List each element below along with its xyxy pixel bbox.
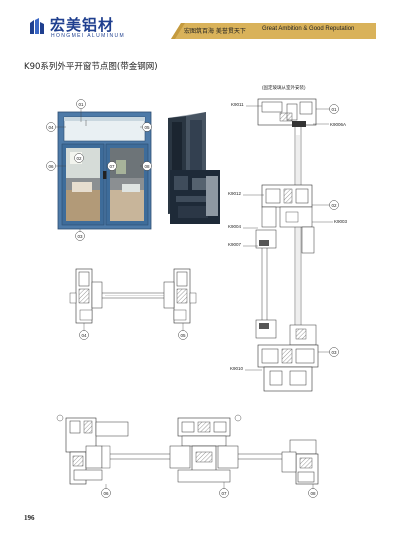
part-k9011: K9011 — [231, 102, 244, 107]
horizontal-section-04-05: 04 05 — [69, 268, 197, 340]
section-callout-02: 02 — [331, 203, 337, 208]
callout-08: 08 — [144, 164, 150, 169]
hsection-callout-04: 04 — [81, 333, 87, 338]
hsection-callout-06: 06 — [103, 491, 109, 496]
hsection-callout-08: 08 — [310, 491, 316, 496]
part-k9003: K9003 — [334, 219, 348, 224]
brand-name-cn: 宏美铝材 — [50, 16, 115, 34]
part-k9006a: K9006A — [330, 122, 346, 127]
callout-04: 04 — [48, 125, 54, 130]
horizontal-section-06-07-08: 06 07 08 — [56, 414, 319, 498]
window-callouts: 01 04 05 02 06 07 08 03 — [46, 99, 152, 241]
section-callout-01: 01 — [331, 107, 337, 112]
callout-05: 05 — [144, 125, 150, 130]
slogan-en: Great Ambition & Good Reputation — [262, 26, 355, 32]
vertical-section: (固定玻璃从室外安装) — [228, 84, 348, 392]
section-note: (固定玻璃从室外安装) — [262, 84, 306, 91]
page-header: 宏美铝材 HONGMEI ALUMINUM 宏图筑百海 美誉贯天下 Great … — [0, 0, 400, 50]
callout-03: 03 — [77, 234, 83, 239]
callout-02: 02 — [76, 156, 82, 161]
brand-logo-icon — [30, 18, 44, 34]
section-callout-03: 03 — [331, 350, 337, 355]
window-elevation — [57, 111, 152, 230]
profile-3d-section — [168, 112, 220, 224]
slogan-cn: 宏图筑百海 美誉贯天下 — [184, 28, 246, 35]
part-k9010: K9010 — [230, 366, 244, 371]
part-k9004: K9004 — [228, 224, 242, 229]
brand-name-en: HONGMEI ALUMINUM — [51, 33, 126, 39]
page-number: 196 — [24, 514, 35, 522]
page-title: K90系列外平开窗节点图(带金钢网) — [24, 62, 158, 72]
part-k9007: K9007 — [228, 242, 242, 247]
callout-07: 07 — [109, 164, 115, 169]
callout-01: 01 — [78, 102, 84, 107]
hsection-callout-07: 07 — [221, 491, 227, 496]
callout-06: 06 — [48, 164, 54, 169]
slogan-banner — [171, 23, 376, 39]
hsection-callout-05: 05 — [180, 333, 186, 338]
part-k9012: K9012 — [228, 191, 242, 196]
